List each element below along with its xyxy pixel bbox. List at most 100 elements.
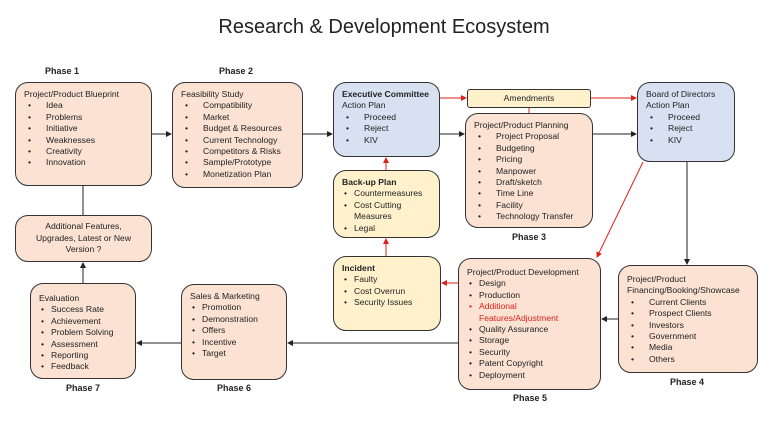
feasibility-list-item: Budget & Resources: [181, 123, 294, 135]
planning-list-item: Pricing: [474, 154, 584, 166]
blueprint-box: Project/Product BlueprintIdeaProblemsIni…: [15, 82, 152, 186]
board-list-item: Reject: [646, 123, 726, 135]
additional-features-box: Additional Features, Upgrades, Latest or…: [15, 215, 152, 262]
amendments-label: Amendments: [503, 92, 555, 103]
blueprint-list-item: Creativity: [24, 146, 143, 158]
executive-list-item: Proceed: [342, 112, 431, 124]
planning-list: Project ProposalBudgetingPricingManpower…: [474, 131, 584, 223]
financing-list-item: Government: [627, 331, 749, 343]
financing-heading: Project/Product: [627, 274, 686, 284]
backup-list-item: Countermeasures: [342, 188, 431, 200]
feasibility-list-item: Current Technology: [181, 135, 294, 147]
planning-list-item: Technology Transfer: [474, 211, 584, 223]
phase-2-label: Phase 2: [218, 66, 254, 76]
development-list-item: Design: [467, 278, 592, 290]
financing-list-item: Others: [627, 354, 749, 366]
phase-5-label: Phase 5: [512, 393, 548, 403]
evaluation-list-item: Feedback: [39, 361, 127, 373]
blueprint-list-item: Idea: [24, 100, 143, 112]
backup-list-item: Cost Cutting Measures: [342, 200, 431, 223]
executive-list-item: Reject: [342, 123, 431, 135]
feasibility-heading: Feasibility Study: [181, 89, 244, 99]
planning-list-item: Draft/sketch: [474, 177, 584, 189]
evaluation-list-item: Success Rate: [39, 304, 127, 316]
backup-heading: Back-up Plan: [342, 177, 397, 187]
incident-list-item: Faulty: [342, 274, 432, 286]
feasibility-list: CompatibilityMarketBudget & ResourcesCur…: [181, 100, 294, 180]
blueprint-list: IdeaProblemsInitiativeWeaknessesCreativi…: [24, 100, 143, 169]
planning-list-item: Budgeting: [474, 143, 584, 155]
planning-list-item: Facility: [474, 200, 584, 212]
sales-list-item: Target: [190, 348, 278, 360]
diagram-title: Research & Development Ecosystem: [218, 16, 550, 38]
development-list-item: Security: [467, 347, 592, 359]
executive-list-item: KIV: [342, 135, 431, 147]
planning-list-item: Time Line: [474, 188, 584, 200]
evaluation-list-item: Reporting: [39, 350, 127, 362]
incident-list: FaultyCost OverrunSecurity Issues: [342, 274, 432, 309]
financing-list-item: Investors: [627, 320, 749, 332]
evaluation-list: Success RateAchievementProblem SolvingAs…: [39, 304, 127, 373]
planning-list-item: Manpower: [474, 166, 584, 178]
additional-features-label: Additional Features, Upgrades, Latest or…: [35, 221, 132, 255]
blueprint-list-item: Problems: [24, 112, 143, 124]
board-heading: Board of Directors: [646, 89, 716, 99]
board-list-item: KIV: [646, 135, 726, 147]
backup-list: CountermeasuresCost Cutting MeasuresLega…: [342, 188, 431, 234]
board-list-item: Proceed: [646, 112, 726, 124]
amendments-box: Amendments: [467, 89, 591, 108]
development-list-item: Production: [467, 290, 592, 302]
feasibility-list-item: Monetization Plan: [181, 169, 294, 181]
development-heading: Project/Product Development: [467, 267, 579, 277]
feasibility-list-item: Competitors & Risks: [181, 146, 294, 158]
financing-list: Current ClientsProspect ClientsInvestors…: [627, 297, 749, 366]
arrow-board-to-development: [596, 161, 644, 258]
blueprint-list-item: Innovation: [24, 157, 143, 169]
incident-box: IncidentFaultyCost OverrunSecurity Issue…: [333, 256, 441, 331]
incident-heading: Incident: [342, 263, 375, 273]
sales-list-item: Promotion: [190, 302, 278, 314]
blueprint-heading: Project/Product Blueprint: [24, 89, 120, 99]
development-list-item: Additional Features/Adjustment: [467, 301, 592, 324]
sales-marketing-box: Sales & MarketingPromotionDemonstrationO…: [181, 284, 287, 380]
board-subheading: Action Plan: [646, 100, 690, 111]
feasibility-list-item: Sample/Prototype: [181, 157, 294, 169]
evaluation-box: EvaluationSuccess RateAchievementProblem…: [30, 283, 136, 379]
sales-list-item: Offers: [190, 325, 278, 337]
phase-4-label: Phase 4: [669, 377, 705, 387]
sales-list-item: Incentive: [190, 337, 278, 349]
phase-1-label: Phase 1: [44, 66, 80, 76]
executive-subheading: Action Plan: [342, 100, 386, 111]
sales-list: PromotionDemonstrationOffersIncentiveTar…: [190, 302, 278, 359]
feasibility-box: Feasibility StudyCompatibilityMarketBudg…: [172, 82, 303, 188]
development-list: DesignProductionAdditional Features/Adju…: [467, 278, 592, 381]
evaluation-list-item: Achievement: [39, 316, 127, 328]
sales-heading: Sales & Marketing: [190, 291, 260, 301]
development-list-item: Quality Assurance: [467, 324, 592, 336]
phase-7-label: Phase 7: [65, 383, 101, 393]
financing-subheading: Financing/Booking/Showcase: [627, 285, 740, 296]
executive-list: ProceedRejectKIV: [342, 112, 431, 147]
phase-3-label: Phase 3: [511, 232, 547, 242]
phase-6-label: Phase 6: [216, 383, 252, 393]
development-list-item: Deployment: [467, 370, 592, 382]
financing-list-item: Prospect Clients: [627, 308, 749, 320]
feasibility-list-item: Compatibility: [181, 100, 294, 112]
financing-list-item: Media: [627, 342, 749, 354]
evaluation-list-item: Problem Solving: [39, 327, 127, 339]
planning-list-item: Project Proposal: [474, 131, 584, 143]
sales-list-item: Demonstration: [190, 314, 278, 326]
planning-box: Project/Product PlanningProject Proposal…: [465, 113, 593, 228]
blueprint-list-item: Weaknesses: [24, 135, 143, 147]
evaluation-heading: Evaluation: [39, 293, 80, 303]
blueprint-list-item: Initiative: [24, 123, 143, 135]
board-list: ProceedRejectKIV: [646, 112, 726, 147]
backup-list-item: Legal: [342, 223, 431, 235]
feasibility-list-item: Market: [181, 112, 294, 124]
incident-list-item: Security Issues: [342, 297, 432, 309]
financing-list-item: Current Clients: [627, 297, 749, 309]
